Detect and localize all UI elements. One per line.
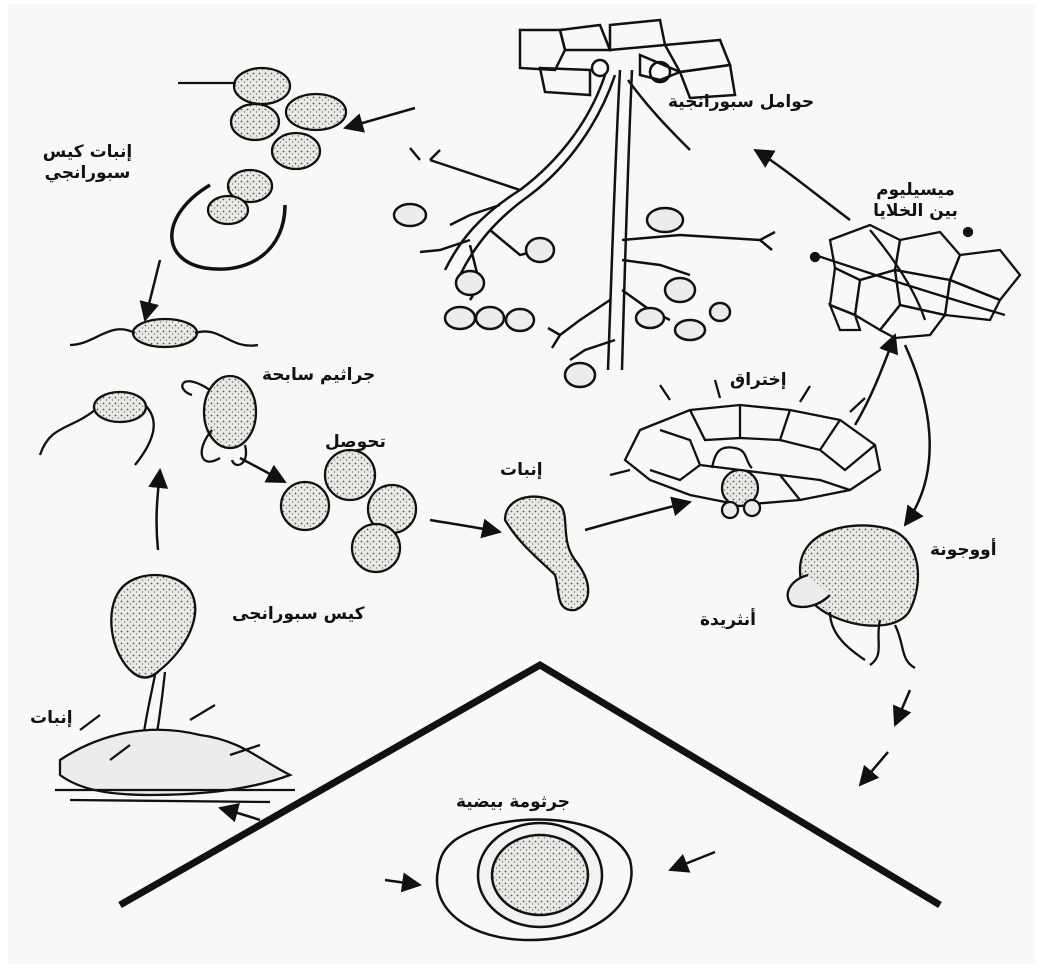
label-germination-center: إنبات <box>500 460 543 481</box>
label-germination-left: إنبات <box>30 708 73 729</box>
label-sporangium-germination: إنبات كيس سبورانجي <box>40 142 135 185</box>
label-intercellular-mycelium: ميسيليوم بين الخلايا <box>858 180 973 223</box>
label-zoospores: جراثيم سابحة <box>262 365 375 386</box>
label-sporangiophores: حوامل سبورانجية <box>668 92 814 113</box>
label-penetration: إختراق <box>730 370 787 391</box>
label-intercellular-mycelium-line2: بين الخلايا <box>858 201 973 222</box>
label-antheridium: أنثريدة <box>700 610 756 631</box>
label-encystment: تحوصل <box>325 432 386 453</box>
label-oogonium: أووجونة <box>930 540 997 561</box>
label-sporangium: كيس سبورانجى <box>232 604 365 625</box>
label-intercellular-mycelium-line1: ميسيليوم <box>858 180 973 201</box>
label-sporangium-germination-line2: سبورانجي <box>40 163 135 184</box>
label-sporangium-germination-line1: إنبات كيس <box>40 142 135 163</box>
label-oospore: جرثومة بيضية <box>456 792 570 813</box>
